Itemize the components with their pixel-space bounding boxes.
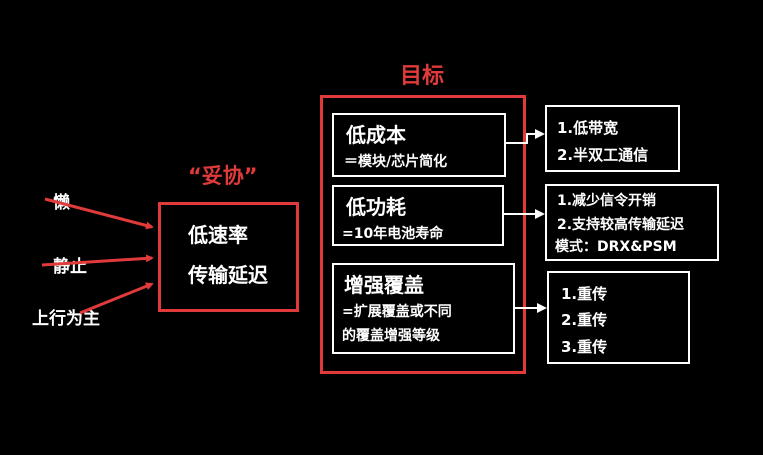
detail-low-cost-2: 2.半双工通信 — [557, 146, 649, 164]
compromise-label: “妥协” — [188, 164, 258, 188]
center-line-latency: 传输延迟 — [188, 263, 268, 287]
detail-coverage-1: 1.重传 — [561, 285, 608, 303]
input-label-static: 静止 — [53, 257, 87, 277]
detail-coverage-2: 2.重传 — [561, 311, 608, 329]
goal-box-coverage: 增强覆盖 =扩展覆盖或不同 的覆盖增强等级 — [332, 263, 515, 354]
goal-desc-low-power: =10年电池寿命 — [342, 226, 444, 242]
goal-title-low-power: 低功耗 — [346, 195, 406, 219]
detail-low-power-3: 模式：DRX&PSM — [555, 239, 677, 255]
detail-low-power-2: 2.支持较高传输延迟 — [557, 217, 685, 233]
goal-desc-coverage-1: =扩展覆盖或不同 — [342, 304, 452, 320]
diagram-title: 目标 — [400, 64, 445, 89]
goal-box-low-cost: 低成本 ＝模块/芯片简化 — [332, 113, 506, 177]
goal-desc-low-cost: ＝模块/芯片简化 — [344, 154, 448, 170]
detail-box-low-power: 1.减少信令开销 2.支持较高传输延迟 模式：DRX&PSM — [545, 184, 719, 261]
detail-coverage-3: 3.重传 — [561, 338, 608, 356]
center-box: 低速率 传输延迟 — [158, 202, 299, 312]
detail-box-low-cost: 1.低带宽 2.半双工通信 — [545, 105, 680, 172]
center-line-low-rate: 低速率 — [188, 223, 248, 247]
goal-desc-coverage-2: 的覆盖增强等级 — [342, 328, 440, 344]
input-label-lazy: 懒 — [53, 193, 70, 213]
detail-low-power-1: 1.减少信令开销 — [557, 193, 657, 209]
input-label-uplink: 上行为主 — [32, 309, 100, 329]
detail-box-coverage: 1.重传 2.重传 3.重传 — [547, 271, 690, 364]
goals-container — [320, 95, 526, 374]
goal-box-low-power: 低功耗 =10年电池寿命 — [332, 185, 504, 246]
goal-title-coverage: 增强覆盖 — [344, 273, 424, 297]
goal-title-low-cost: 低成本 — [346, 123, 406, 147]
detail-low-cost-1: 1.低带宽 — [557, 119, 619, 137]
